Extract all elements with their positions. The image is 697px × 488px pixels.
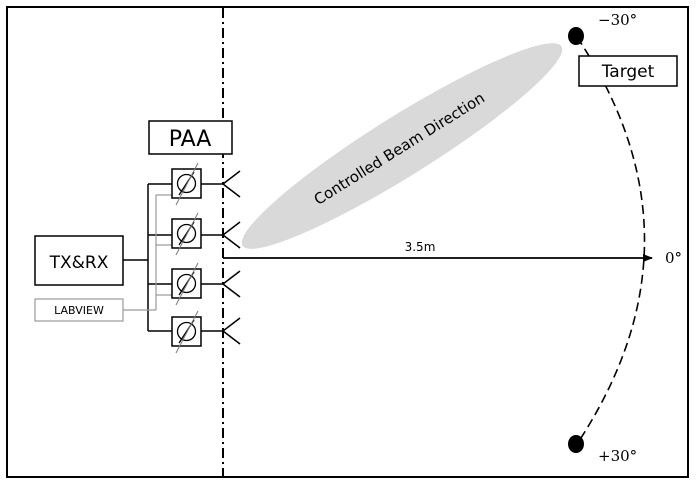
angle-label-center: 0° bbox=[665, 249, 682, 267]
antenna-icon-3 bbox=[222, 270, 241, 298]
txrx-box bbox=[34, 235, 124, 286]
phase-shifter-4 bbox=[171, 310, 223, 354]
antenna-icon-4 bbox=[222, 317, 241, 345]
target-point-bottom bbox=[568, 435, 584, 453]
phase-shifter-3 bbox=[171, 262, 223, 306]
paa-label: PAA bbox=[169, 127, 212, 152]
target-point-top bbox=[568, 27, 584, 45]
target-arc bbox=[576, 36, 646, 445]
antenna-icon-2 bbox=[222, 221, 241, 249]
beam-lobe bbox=[241, 43, 563, 249]
phase-shifter-1 bbox=[171, 162, 223, 206]
target-label: Target bbox=[601, 62, 655, 82]
angle-label-top: −30° bbox=[598, 11, 637, 29]
distance-label: 3.5m bbox=[405, 240, 436, 254]
labview-label: LABVIEW bbox=[54, 304, 104, 317]
beam-direction-label: Controlled Beam Direction bbox=[311, 89, 488, 209]
angle-label-bottom: +30° bbox=[598, 447, 637, 465]
paa-box bbox=[148, 120, 233, 155]
phase-shifter-2 bbox=[171, 212, 223, 256]
txrx-label: TX&RX bbox=[49, 253, 109, 273]
outer-frame bbox=[6, 6, 689, 478]
target-box bbox=[578, 55, 678, 87]
antenna-icon-1 bbox=[222, 170, 241, 198]
